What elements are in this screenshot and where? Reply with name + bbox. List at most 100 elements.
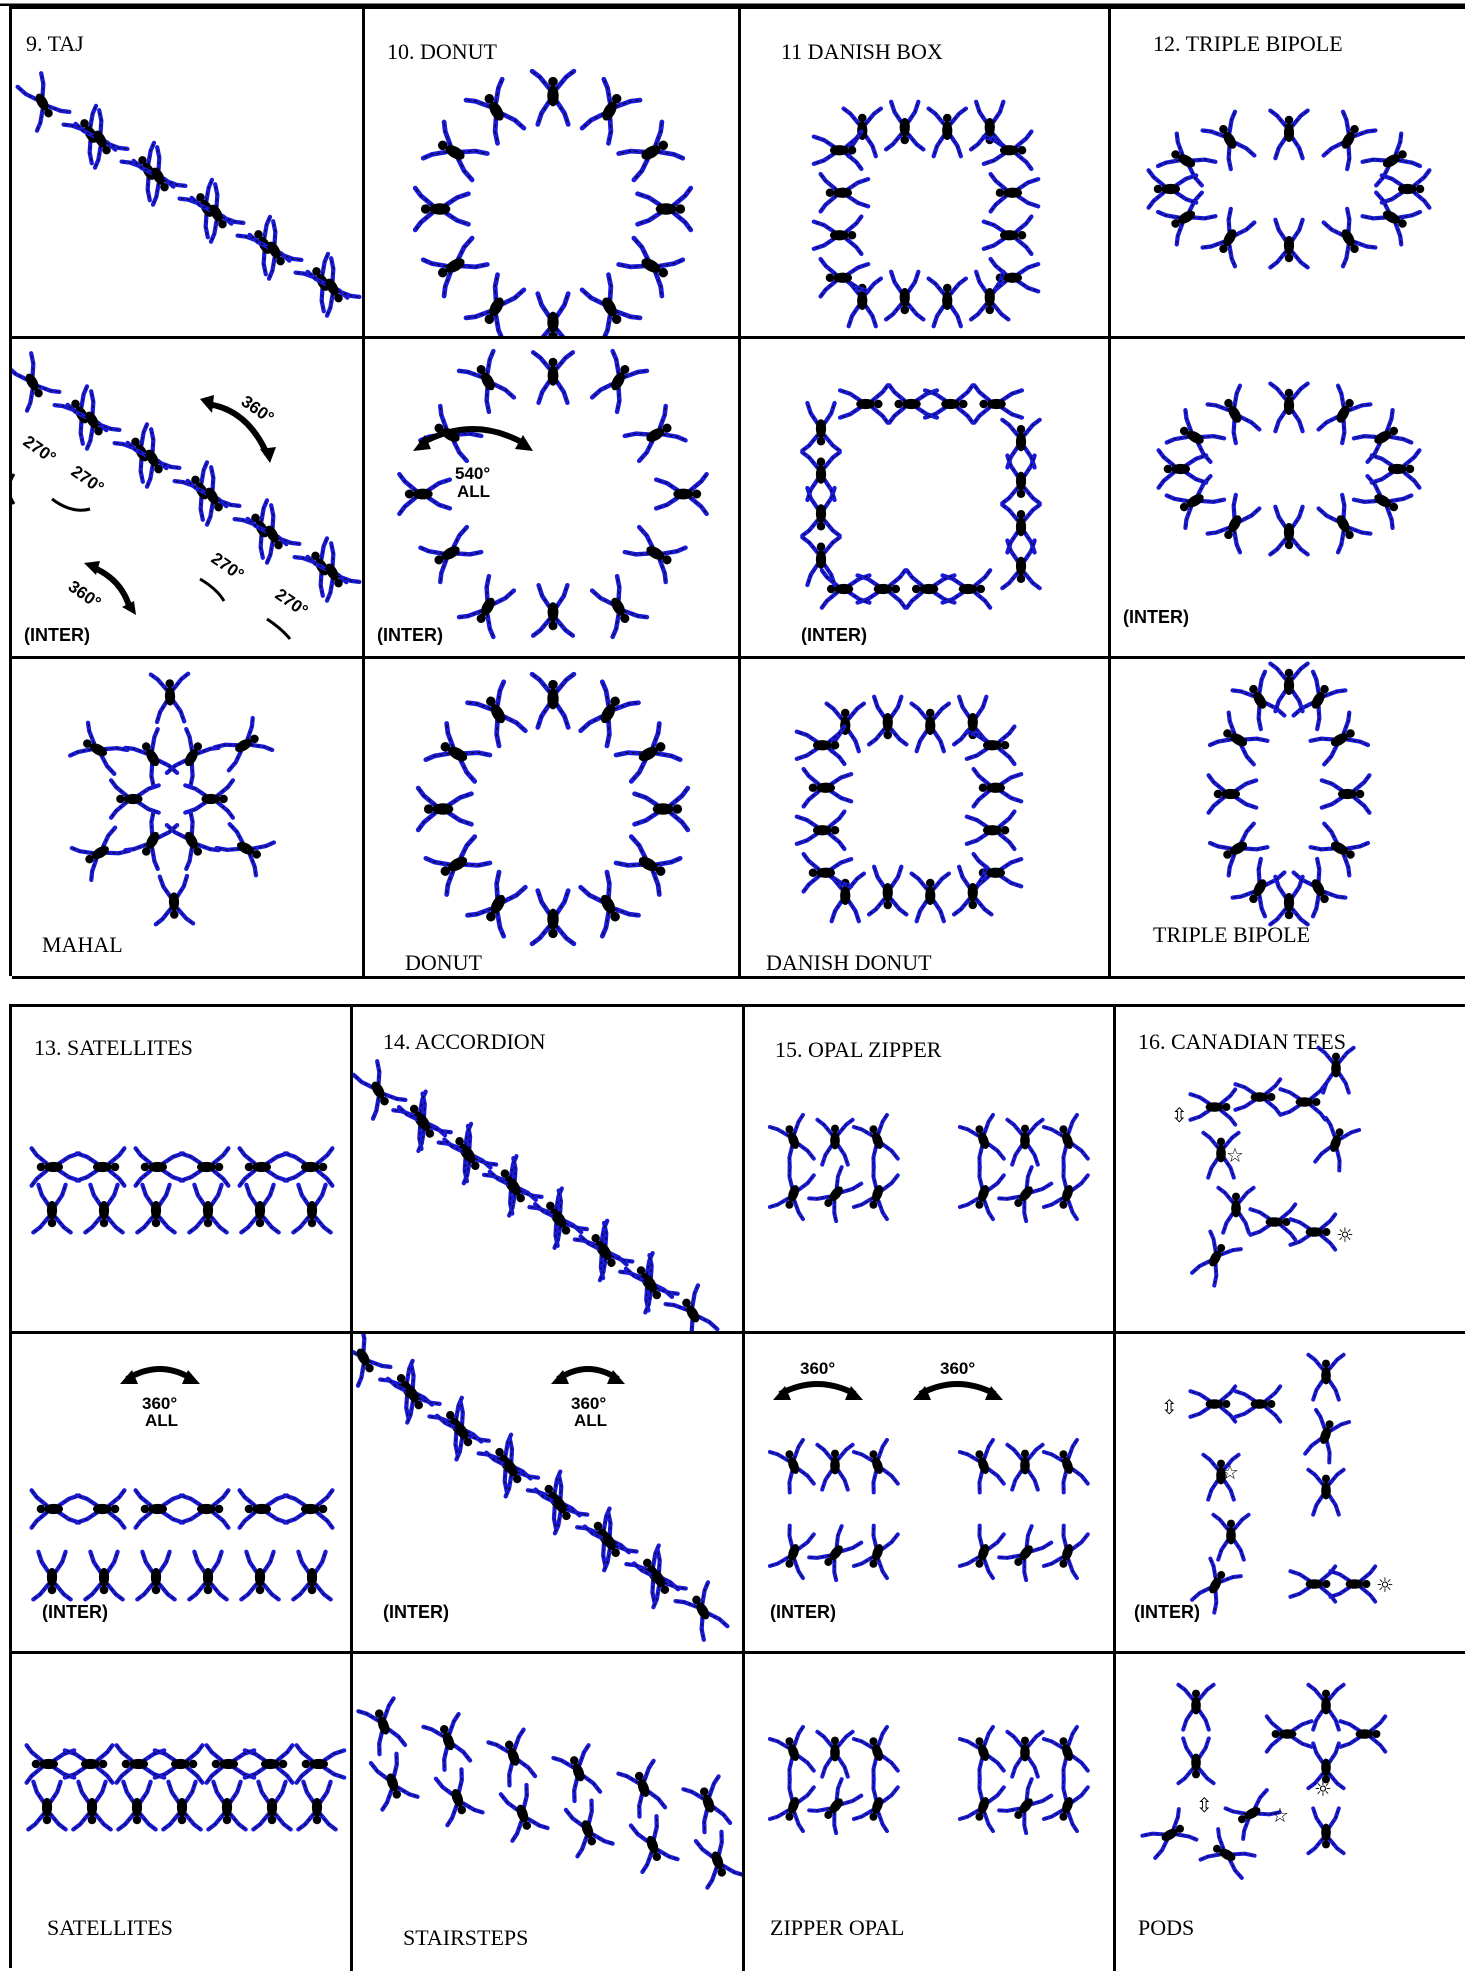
cell-opal-zipper-inter: 360° 360° (INTER) (745, 1334, 1116, 1651)
skydiver-figure (809, 1776, 865, 1833)
skydiver-figure (1301, 1410, 1349, 1464)
skydiver-figure (1044, 1777, 1092, 1831)
skydiver-figure (1270, 877, 1307, 925)
skydiver-figure (1218, 1188, 1253, 1233)
formation-name: PODS (1138, 1915, 1194, 1941)
arrow-arc (52, 499, 90, 510)
cell-donut: 10. DONUT (365, 9, 741, 336)
skydiver-figure (616, 233, 683, 296)
skydiver-figure (297, 1745, 345, 1782)
skydiver-figure (929, 279, 966, 327)
skydiver-figure (71, 108, 127, 168)
skydiver-figure (912, 874, 949, 922)
skydiver-figure (431, 1768, 482, 1826)
formation-name: ZIPPER OPAL (770, 1915, 904, 1941)
skydiver-figure (561, 1799, 612, 1857)
rotation-label: 270° (208, 549, 248, 585)
skydiver-figure (809, 1164, 865, 1221)
skydiver-figure (214, 820, 274, 876)
skydiver-figure (1149, 170, 1197, 207)
inter-label: (INTER) (801, 625, 867, 646)
cell-satellites: 13. SATELLITES (12, 1007, 353, 1331)
skydiver-figure (770, 1115, 818, 1169)
skydiver-figure (1318, 1048, 1353, 1093)
skydiver-figure (532, 294, 574, 336)
skydiver-figure (298, 1782, 335, 1830)
skydiver-figure (1002, 541, 1039, 589)
skydiver-figure (635, 788, 688, 830)
danish-donut-figure (741, 659, 1108, 976)
top-row-3: MAHAL DONUT DANISH DONUT TRIPLE BIPOLE (12, 659, 1465, 979)
skydiver-figure (827, 874, 864, 922)
skydiver-figure (840, 385, 888, 422)
skydiver-figure (960, 1115, 1008, 1169)
skydiver-figure (974, 769, 1022, 806)
skydiver-figure (912, 704, 949, 752)
inter-label: (INTER) (383, 1602, 449, 1623)
cell-canadian-tees: 16. CANADIAN TEES ⇳☆☼ (1116, 1007, 1465, 1331)
cell-satellites-2: SATELLITES (12, 1654, 353, 1971)
skydiver-figure (468, 682, 531, 749)
bottom-formation-grid: 13. SATELLITES 14. ACCORDION 15. OPAL ZI… (9, 1004, 1465, 1968)
slot-marker-icon: ⇳ (1161, 1395, 1178, 1419)
cell-donut-2: DONUT (365, 659, 741, 976)
top-formation-grid: 9. TAJ 10. DONUT 11 DANISH BOX 12. TRIPL… (9, 6, 1465, 976)
mahal-figure (12, 659, 362, 976)
skydiver-figure (802, 537, 839, 585)
formation-name: SATELLITES (47, 1915, 173, 1941)
skydiver-figure (577, 272, 640, 336)
skydiver-figure (576, 682, 639, 749)
cell-triple-bipole-2: TRIPLE BIPOLE (1111, 659, 1465, 976)
taj-figure (12, 9, 362, 336)
skydiver-figure (954, 867, 991, 915)
skydiver-figure (1308, 1355, 1343, 1400)
cell-opal-zipper: 15. OPAL ZIPPER (745, 1007, 1116, 1331)
donut-figure (365, 9, 738, 336)
skydiver-figure (1007, 1120, 1042, 1165)
skydiver-figure (285, 1148, 333, 1185)
cell-accordion-inter: 360° ALL (INTER) (353, 1334, 745, 1651)
skydiver-figure (821, 259, 869, 296)
skydiver-figure (802, 452, 839, 500)
formation-name: DONUT (405, 950, 482, 976)
skydiver-figure (1270, 664, 1307, 712)
skydiver-figure (1360, 188, 1420, 244)
skydiver-figure (991, 259, 1039, 296)
skydiver-figure (822, 570, 870, 607)
top-row-1: 9. TAJ 10. DONUT 11 DANISH BOX 12. TRIPL… (12, 9, 1465, 339)
skydiver-figure (577, 79, 640, 146)
skydiver-figure (802, 403, 839, 451)
skydiver-figure (1044, 1165, 1092, 1219)
skydiver-figure (245, 1745, 293, 1782)
skydiver-figure (532, 674, 574, 727)
skydiver-figure (626, 1814, 677, 1872)
skydiver-figure (869, 867, 906, 915)
skydiver-figure (1330, 1566, 1375, 1601)
slot-marker-icon: ☼ (1336, 1223, 1354, 1247)
skydiver-figure (1190, 1089, 1235, 1124)
opal-zipper-figure (745, 1007, 1113, 1331)
skydiver-figure (212, 718, 272, 775)
inter-label: (INTER) (1134, 1602, 1200, 1623)
skydiver-figure (189, 1185, 226, 1233)
skydiver-figure (618, 1761, 669, 1819)
arrow-arc (267, 619, 290, 639)
cell-triple-bipole-inter: (INTER) (1111, 339, 1465, 656)
skydiver-figure (925, 385, 973, 422)
skydiver-figure (817, 1120, 852, 1165)
arrow-arc (420, 429, 525, 444)
skydiver-figure (553, 1745, 604, 1803)
skydiver-figure (1235, 1386, 1280, 1421)
skydiver-figure (125, 729, 181, 789)
skydiver-figure (817, 1732, 852, 1777)
formation-name: MAHAL (42, 932, 123, 958)
skydiver-figure (770, 1165, 818, 1219)
formation-name: DANISH DONUT (766, 950, 932, 976)
arrow-arc (200, 579, 224, 601)
donut-rotation-marks: 540° ALL (365, 339, 738, 656)
rotation-label: 270° (20, 432, 60, 468)
skydiver-figure (129, 145, 185, 205)
donut-2-figure (365, 659, 738, 976)
cell-mahal: MAHAL (12, 659, 365, 976)
skydiver-figure (1267, 1716, 1312, 1751)
